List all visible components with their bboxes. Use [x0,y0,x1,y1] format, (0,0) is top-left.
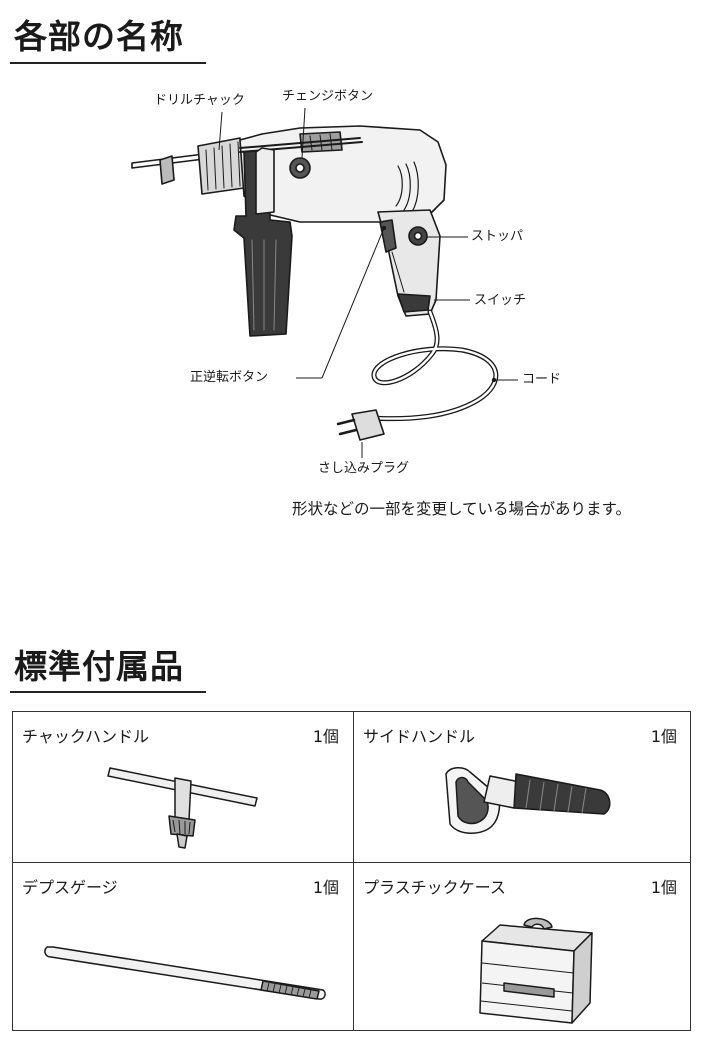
accessories-section-title: 標準付属品 [14,647,184,686]
drill-chuck-body [197,137,245,195]
accessories-title-underline [10,691,206,693]
label-change-button: チェンジボタン [282,89,374,104]
table-divider-horizontal [13,862,690,863]
chuck-key-icon [107,767,258,849]
label-stopper: ストッパ [471,229,524,244]
drill-parts-diagram: ドリルチャック チェンジボタン ストッパ スイッチ 正逆転ボタン コード さし込… [0,80,703,490]
side-handle-icon [445,767,611,834]
label-plug: さし込みプラグ [318,461,410,476]
drill-illustration [131,107,518,458]
power-cord [367,309,499,422]
accessory-name: チャックハンドル [22,727,150,746]
power-plug [351,409,385,441]
accessory-qty: 1個 [312,727,339,746]
label-switch: スイッチ [474,293,527,308]
parts-title-underline [10,62,206,64]
accessory-name: プラスチックケース [363,878,506,897]
table-divider-vertical [353,712,354,1030]
label-cord: コード [522,372,562,387]
disclaimer-note: 形状などの一部を変更している場合があります。 [292,500,631,518]
parts-section-title: 各部の名称 [14,17,184,56]
label-drill-chuck: ドリルチャック [154,93,245,108]
accessories-table: チャックハンドル 1個 サイドハンドル 1個 デプス [12,711,691,1031]
accessory-cell-plastic-case: プラスチックケース 1個 [354,863,691,1030]
depth-gauge-icon [44,946,326,1000]
accessory-cell-chuck-handle: チャックハンドル 1個 [13,712,353,862]
accessory-qty: 1個 [312,878,339,897]
accessory-qty: 1個 [650,878,677,897]
accessory-name: サイドハンドル [363,727,476,746]
drill-body [239,125,447,223]
label-reverse-button: 正逆転ボタン [190,370,269,385]
accessory-cell-side-handle: サイドハンドル 1個 [354,712,691,862]
accessory-qty: 1個 [650,727,677,746]
accessory-cell-depth-gauge: デプスゲージ 1個 [13,863,353,1030]
plastic-case-icon [479,917,593,1024]
accessory-name: デプスゲージ [22,878,118,897]
